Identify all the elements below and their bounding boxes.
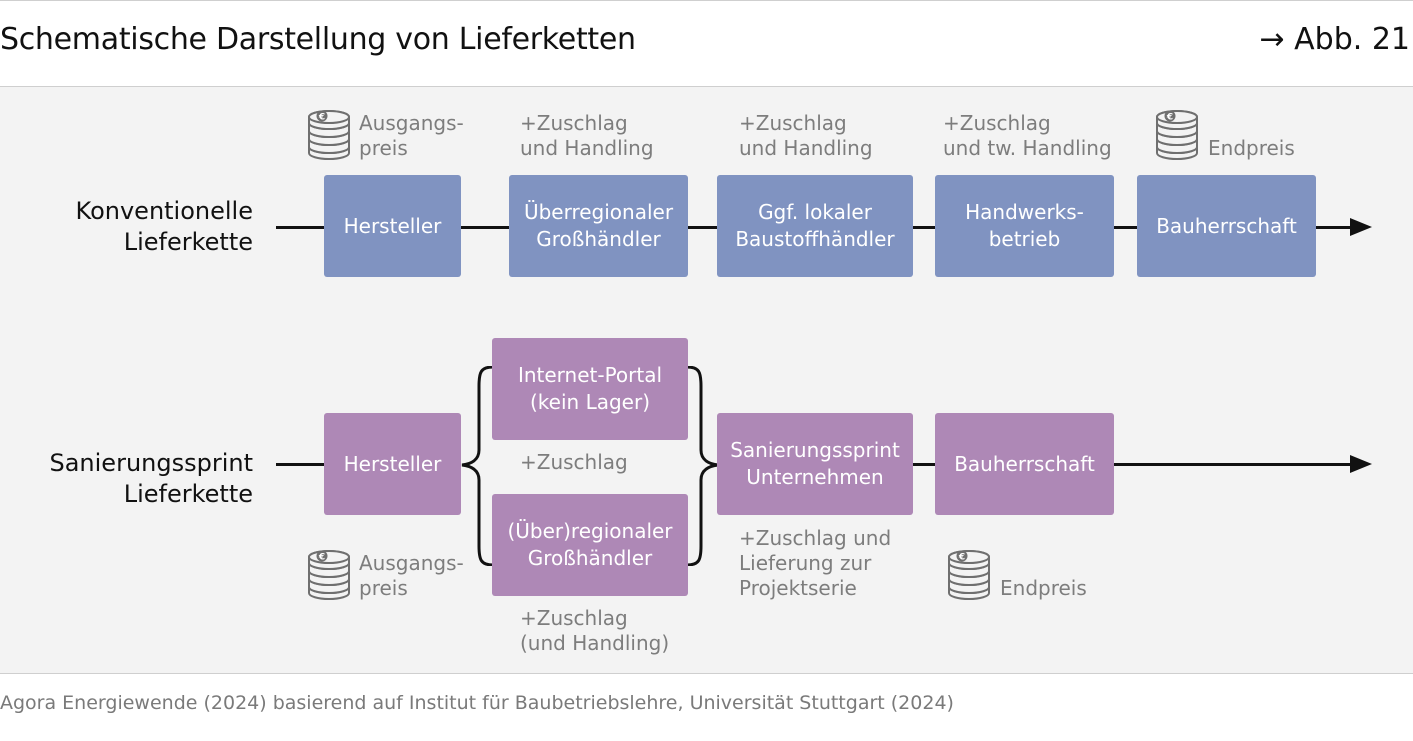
left-curly-brace [461,366,494,566]
note-text: +Zuschlag [739,111,847,135]
note-text: preis [359,136,408,160]
sprint-note-end-price: Endpreis [1000,576,1087,601]
note-text: preis [359,576,408,600]
coin-stack-euro-icon [946,547,992,603]
box-text: Hersteller [343,451,442,476]
box-text: Baustoffhändler [735,227,895,251]
conventional-box-local-dealer: Ggf. lokaler Baustoffhändler [717,175,913,277]
conventional-note-start-price: Ausgangs- preis [359,111,464,161]
coin-stack-euro-icon [306,547,352,603]
sprint-box-manufacturer: Hersteller [324,413,461,515]
coin-stack-euro-icon [1154,107,1200,163]
sprint-box-client: Bauherrschaft [935,413,1114,515]
box-text: Unternehmen [746,465,884,489]
sprint-box-internet-portal: Internet-Portal (kein Lager) [492,338,688,440]
top-rule [0,0,1413,1]
box-text: Bauherrschaft [1156,213,1297,238]
sprint-note-surcharge-portal: +Zuschlag [520,450,628,475]
note-text: +Zuschlag [520,111,628,135]
note-text: +Zuschlag [520,606,628,630]
sprint-flow-line-middle [913,463,937,466]
conventional-box-client: Bauherrschaft [1137,175,1316,277]
conventional-note-surcharge-2: +Zuschlag und Handling [739,111,873,161]
sprint-note-start-price: Ausgangs- preis [359,551,464,601]
box-text: Ggf. lokaler [758,200,872,224]
conventional-note-surcharge-3: +Zuschlag und tw. Handling [943,111,1112,161]
note-text: +Zuschlag [520,450,628,474]
sprint-note-surcharge-wholesaler: +Zuschlag (und Handling) [520,606,669,656]
conventional-box-manufacturer: Hersteller [324,175,461,277]
box-text: Großhändler [536,227,661,251]
sprint-box-company: Sanierungssprint Unternehmen [717,413,913,515]
box-text: betrieb [988,227,1061,251]
note-text: Ausgangs- [359,111,464,135]
note-text: und Handling [520,136,654,160]
conventional-box-craft-business: Handwerks- betrieb [935,175,1114,277]
sprint-note-surcharge-delivery: +Zuschlag und Lieferung zur Projektserie [739,526,891,601]
sprint-flow-line-start [276,463,326,466]
sprint-box-regional-wholesaler: (Über)regionaler Großhändler [492,494,688,596]
box-text: Bauherrschaft [954,451,1095,476]
page-title: Schematische Darstellung von Lieferkette… [0,22,636,57]
note-text: Endpreis [1000,576,1087,600]
note-text: +Zuschlag [943,111,1051,135]
coin-stack-euro-icon [306,107,352,163]
right-curly-brace [686,366,719,566]
note-text: Endpreis [1208,136,1295,160]
box-text: Internet-Portal [517,363,663,387]
sprint-chain-label: Sanierungssprint Lieferkette [0,448,253,510]
conventional-note-end-price: Endpreis [1208,136,1295,161]
note-text: Projektserie [739,576,857,600]
box-text: Sanierungssprint [730,438,900,462]
box-text: (Über)regionaler [507,519,673,543]
box-text: Hersteller [343,213,442,238]
note-text: Lieferung zur [739,551,872,575]
note-text: und tw. Handling [943,136,1112,160]
note-text: und Handling [739,136,873,160]
note-text: Ausgangs- [359,551,464,575]
box-text: Handwerks- [965,200,1084,224]
box-text: (kein Lager) [530,390,650,414]
conventional-label-line2: Lieferkette [123,228,253,256]
conventional-box-supraregional-wholesaler: Überregionaler Großhändler [509,175,688,277]
conventional-arrow-head [1350,218,1372,236]
conventional-label-line1: Konventionelle [75,197,253,225]
conventional-chain-label: Konventionelle Lieferkette [0,196,253,258]
sprint-arrow-head [1350,455,1372,473]
note-text: (und Handling) [520,631,670,655]
note-text: +Zuschlag und [739,526,892,550]
sprint-label-line1: Sanierungssprint [49,449,253,477]
conventional-note-surcharge-1: +Zuschlag und Handling [520,111,654,161]
sprint-label-line2: Lieferkette [123,480,253,508]
figure-reference: → Abb. 21 [1259,22,1410,57]
box-text: Großhändler [527,546,653,570]
source-note: Agora Energiewende (2024) basierend auf … [0,692,954,714]
sprint-flow-line-end [1113,463,1352,466]
box-text: Überregionaler [523,200,674,224]
